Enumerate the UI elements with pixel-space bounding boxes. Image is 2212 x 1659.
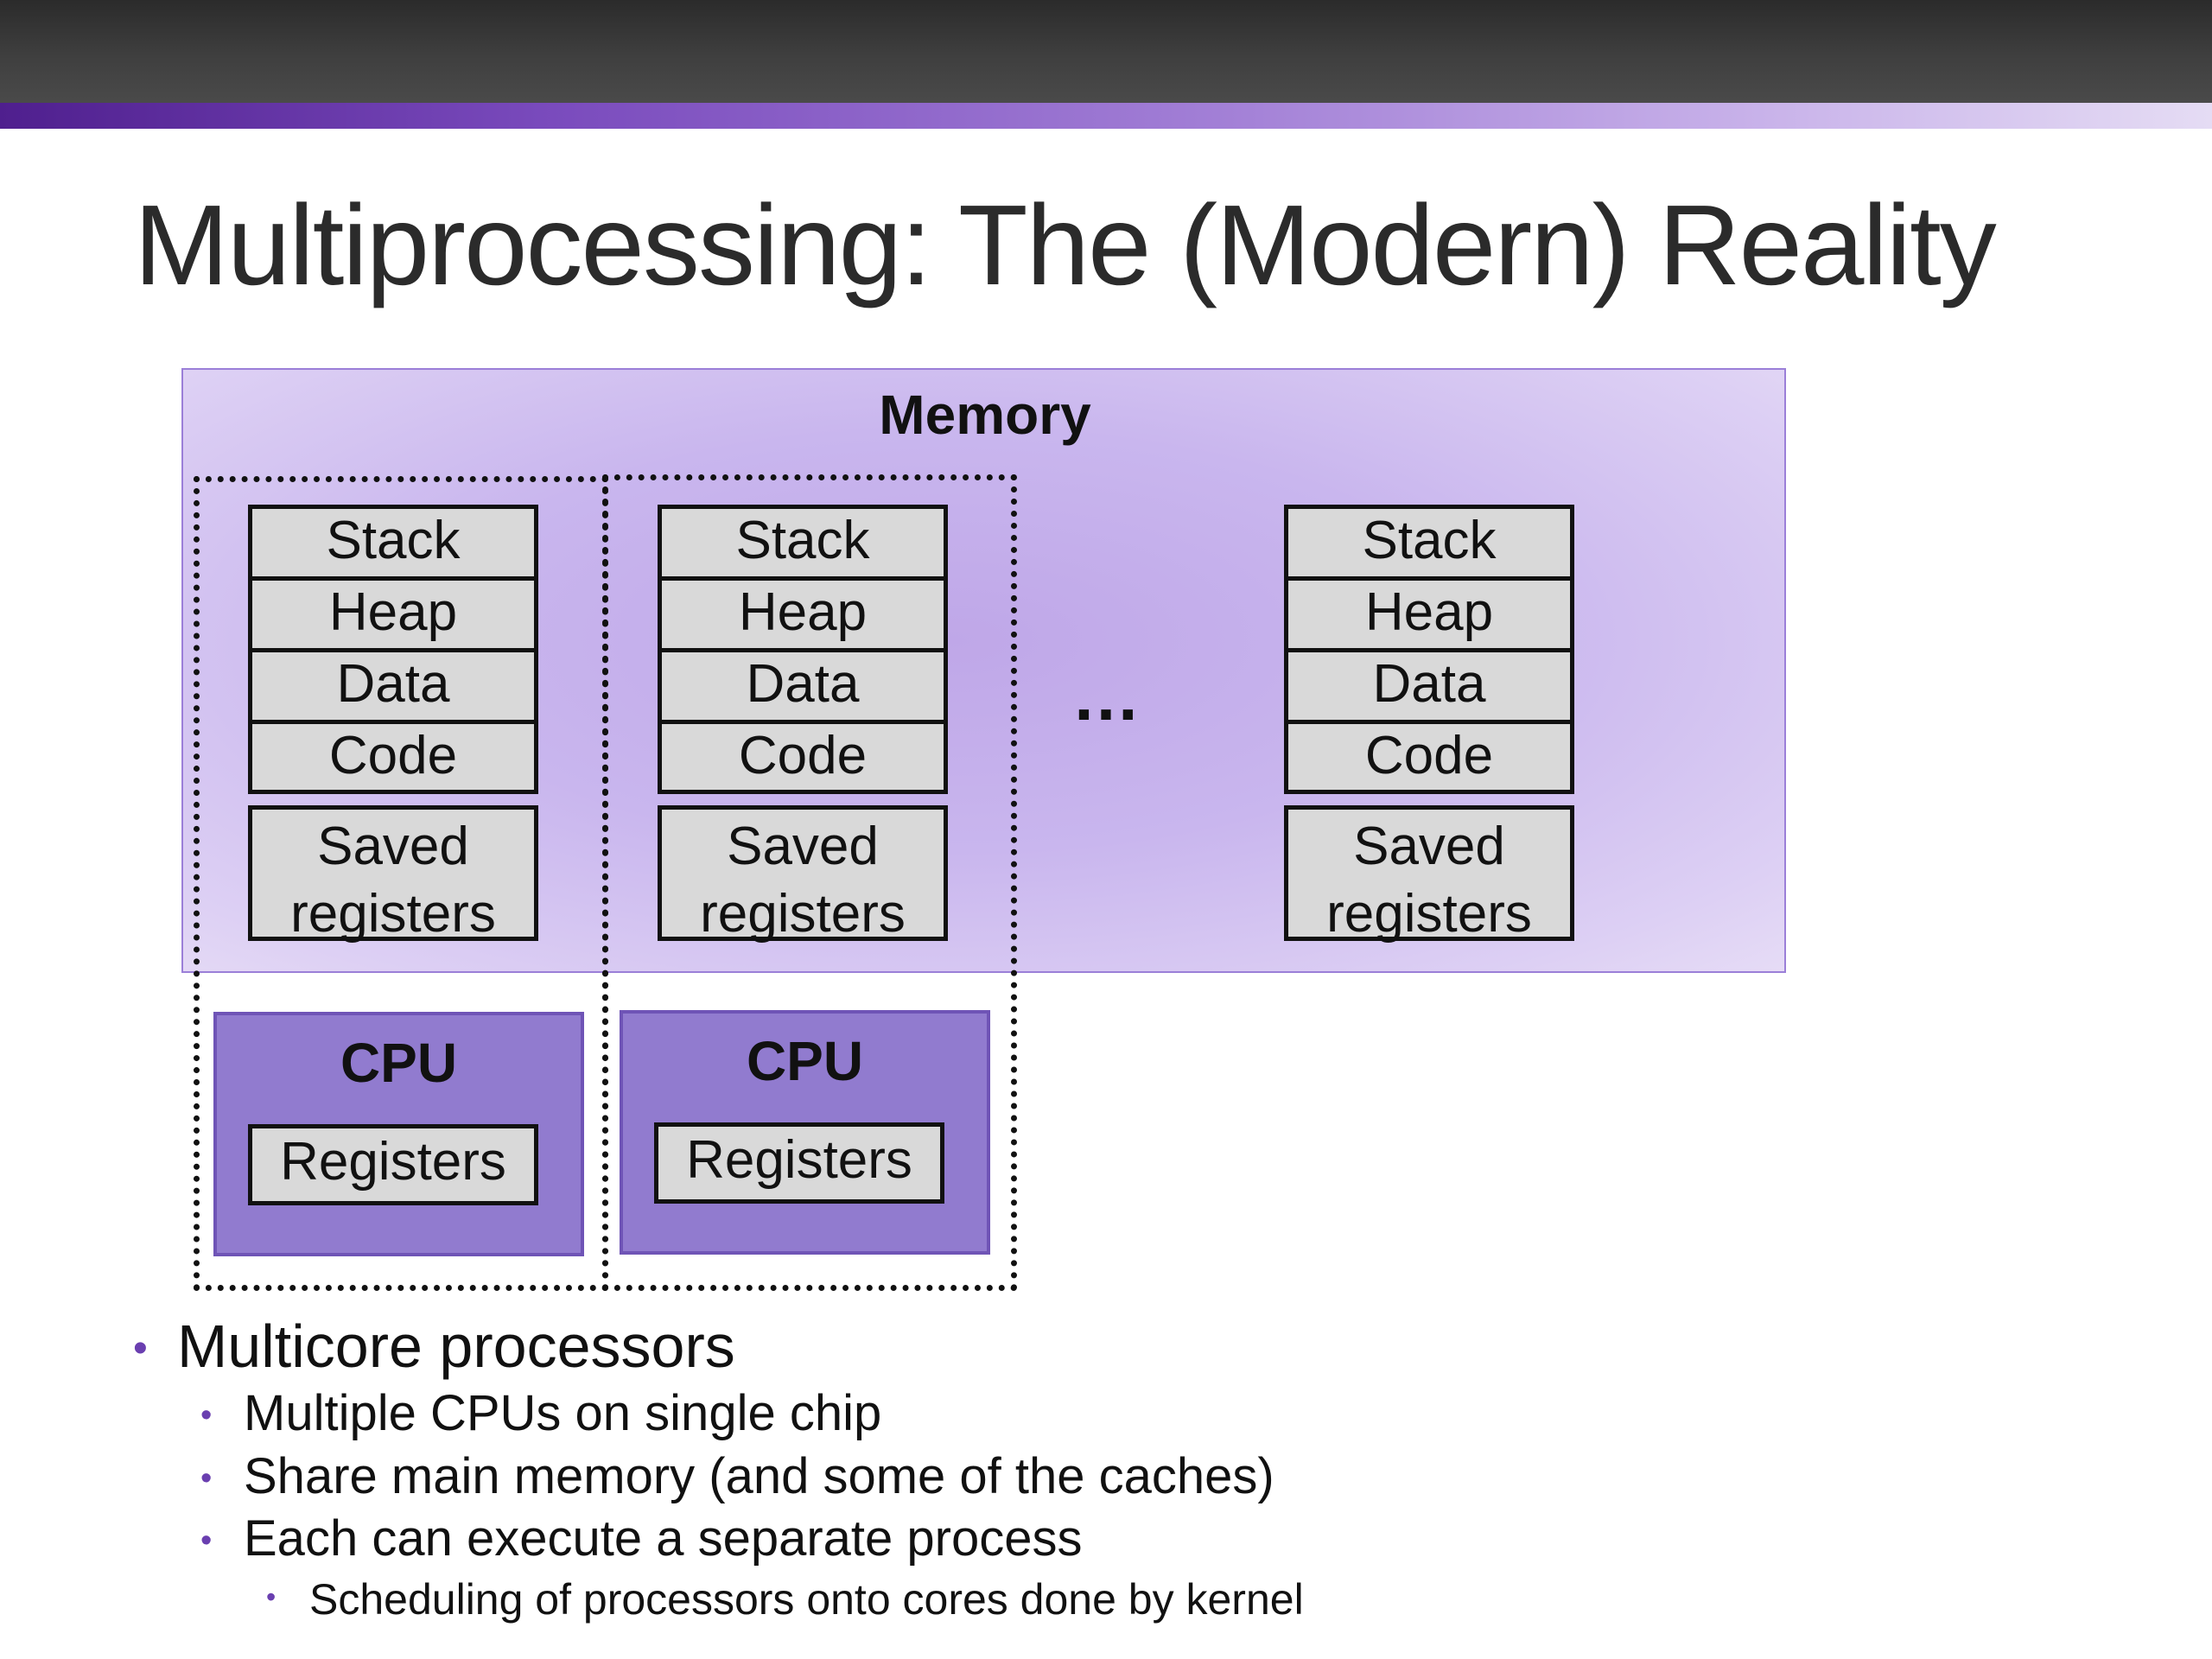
bullet-dot: • xyxy=(133,1325,148,1371)
memory-label: Memory xyxy=(879,384,1091,446)
cpu-box: CPU Registers xyxy=(620,1010,990,1255)
cpu-label: CPU xyxy=(746,1030,864,1092)
saved-registers: Saved registers xyxy=(248,805,538,944)
bullet-l2: Share main memory (and some of the cache… xyxy=(244,1448,1274,1504)
cpu-registers: Registers xyxy=(654,1122,944,1204)
stack-segment: Stack xyxy=(248,505,538,581)
bullet-l2: Multiple CPUs on single chip xyxy=(244,1385,882,1441)
saved-label: Saved xyxy=(1353,817,1505,876)
bullet-dot: • xyxy=(200,1460,213,1497)
registers-label: registers xyxy=(1326,884,1532,944)
saved-registers: Saved registers xyxy=(658,805,948,944)
stack-segment: Stack xyxy=(1284,505,1574,581)
bullet-l2: Each can execute a separate process xyxy=(244,1510,1083,1567)
bullet-dot: • xyxy=(200,1397,213,1433)
code-segment: Code xyxy=(1284,720,1574,794)
bullet-l3: Scheduling of processors onto cores done… xyxy=(309,1575,1304,1624)
heap-segment: Heap xyxy=(1284,576,1574,652)
registers-label: registers xyxy=(700,884,906,944)
stack-segment: Stack xyxy=(658,505,948,581)
code-segment: Code xyxy=(658,720,948,794)
data-segment: Data xyxy=(658,648,948,724)
cpu-box: CPU Registers xyxy=(213,1012,584,1256)
registers-label: registers xyxy=(290,884,496,944)
cpu-registers: Registers xyxy=(248,1124,538,1205)
bullet-dot: • xyxy=(266,1581,276,1612)
slide-title: Multiprocessing: The (Modern) Reality xyxy=(134,181,1997,308)
bullet-l1: Multicore processors xyxy=(177,1313,735,1380)
heap-segment: Heap xyxy=(248,576,538,652)
saved-registers: Saved registers xyxy=(1284,805,1574,944)
bullet-dot: • xyxy=(200,1522,213,1559)
top-bar xyxy=(0,0,2212,103)
saved-label: Saved xyxy=(317,817,469,876)
core-group-2 xyxy=(602,474,1017,1291)
data-segment: Data xyxy=(1284,648,1574,724)
ellipsis: … xyxy=(1071,658,1144,734)
accent-bar xyxy=(0,103,2212,129)
saved-label: Saved xyxy=(727,817,879,876)
cpu-label: CPU xyxy=(340,1032,458,1094)
heap-segment: Heap xyxy=(658,576,948,652)
code-segment: Code xyxy=(248,720,538,794)
data-segment: Data xyxy=(248,648,538,724)
